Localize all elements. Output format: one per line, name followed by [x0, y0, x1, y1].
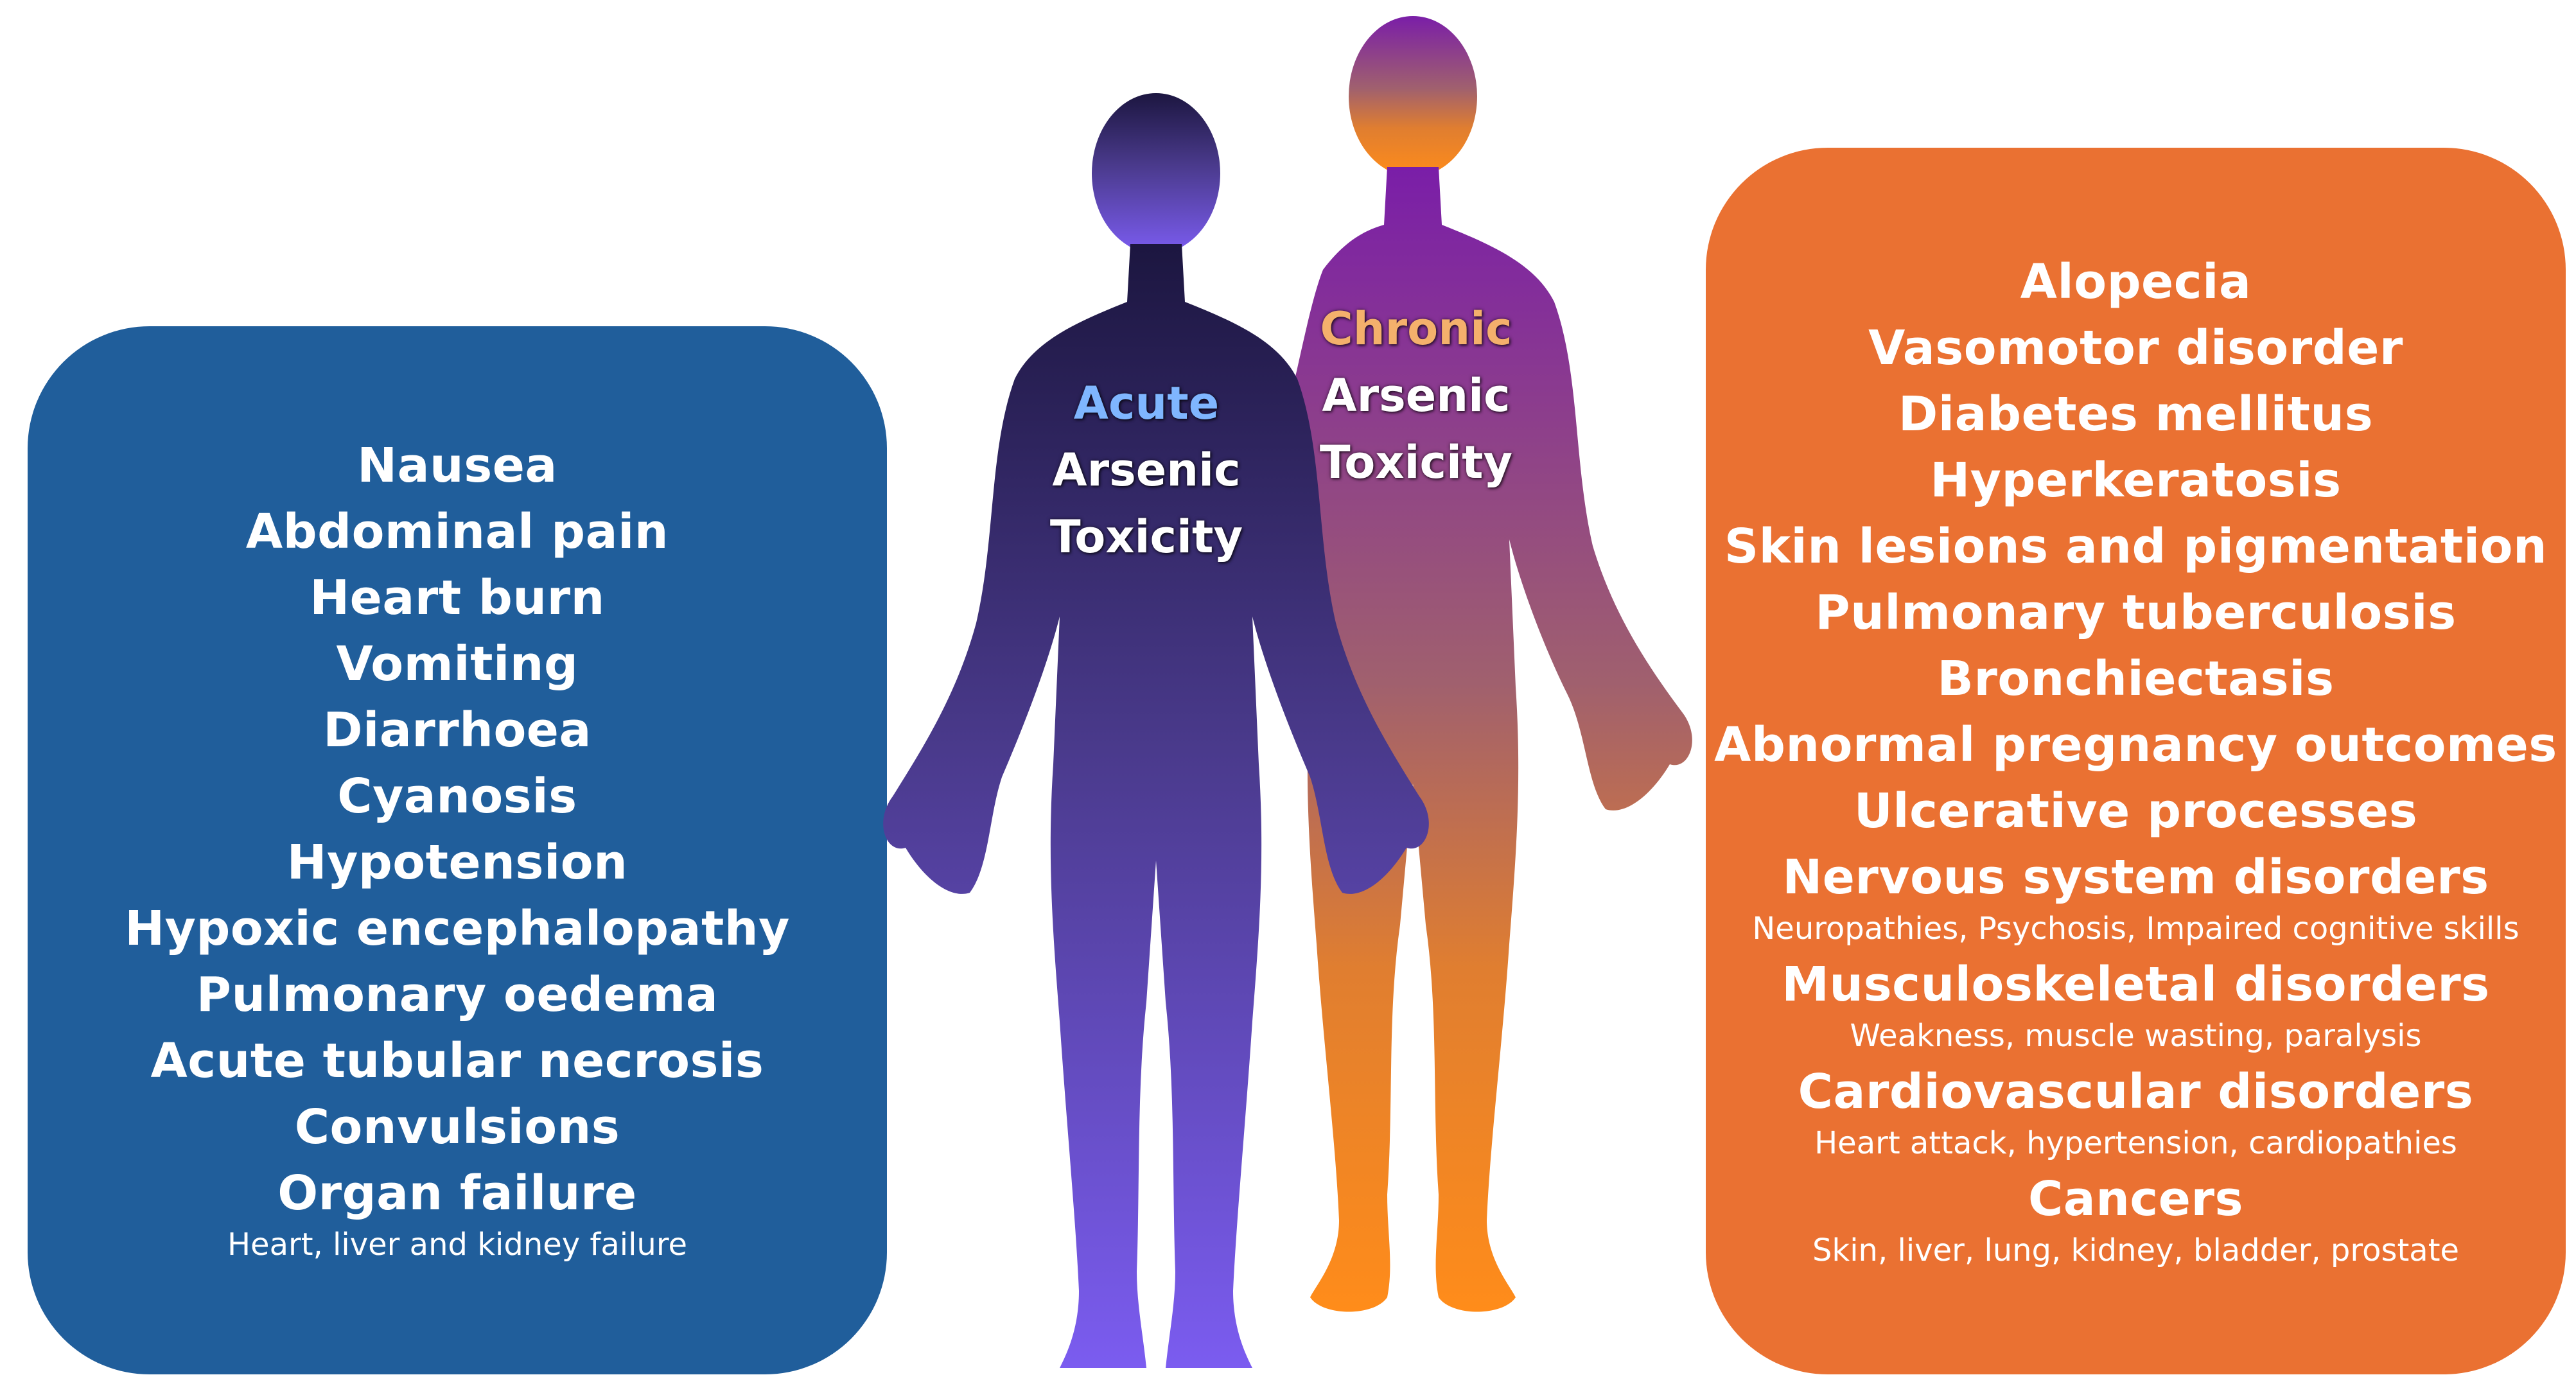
chronic-label-line3: Toxicity [1319, 436, 1513, 489]
chronic-symptom: Cardiovascular disorders [1798, 1064, 2474, 1119]
acute-symptom: Acute tubular necrosis [150, 1033, 764, 1089]
acute-symptom: Hypoxic encephalopathy [125, 901, 790, 956]
chronic-symptom: Diabetes mellitus [1898, 386, 2374, 442]
chronic-symptom: Bronchiectasis [1937, 651, 2335, 706]
acute-symptom: Convulsions [294, 1100, 620, 1155]
acute-symptom: Cyanosis [337, 769, 577, 824]
acute-label-line2: Arsenic [1052, 444, 1241, 496]
acute-symptom: Vomiting [336, 636, 579, 692]
acute-symptom: Abdominal pain [245, 504, 669, 559]
chronic-symptom: Hyperkeratosis [1930, 452, 2342, 508]
chronic-symptom: Vasomotor disorder [1868, 320, 2403, 376]
human-silhouettes [883, 16, 1692, 1368]
acute-symptom: Diarrhoea [323, 703, 591, 758]
chronic-keyword: Chronic [1320, 302, 1512, 355]
chronic-arsenic-toxicity-label: Chronic Arsenic Toxicity [1310, 295, 1522, 496]
chronic-silhouette [1284, 16, 1692, 1312]
chronic-symptom: Musculoskeletal disorders [1782, 956, 2490, 1012]
chronic-symptoms-panel: Alopecia Vasomotor disorder Diabetes mel… [1706, 148, 2566, 1374]
chronic-symptom-detail: Weakness, muscle wasting, paralysis [1850, 1017, 2422, 1054]
chronic-symptom-detail: Neuropathies, Psychosis, Impaired cognit… [1752, 910, 2519, 947]
acute-symptoms-list: Nausea Abdominal pain Heart burn Vomitin… [125, 433, 790, 1268]
acute-symptom: Pulmonary oedema [196, 967, 719, 1022]
acute-symptom: Heart burn [310, 570, 605, 626]
acute-silhouette [883, 93, 1429, 1368]
chronic-symptoms-list: Alopecia Vasomotor disorder Diabetes mel… [1714, 249, 2557, 1274]
chronic-symptom-detail: Skin, liver, lung, kidney, bladder, pros… [1812, 1232, 2460, 1268]
acute-label-line3: Toxicity [1049, 511, 1243, 563]
acute-symptom: Organ failure [277, 1166, 637, 1221]
chronic-symptom: Nervous system disorders [1782, 849, 2489, 905]
chronic-symptom: Skin lesions and pigmentation [1724, 518, 2548, 574]
chronic-symptom: Cancers [2028, 1171, 2244, 1227]
chronic-symptom: Ulcerative processes [1853, 783, 2418, 839]
acute-symptom: Hypotension [286, 835, 628, 890]
chronic-symptom: Alopecia [2020, 254, 2252, 310]
chronic-symptom: Pulmonary tuberculosis [1815, 584, 2457, 640]
chronic-symptom-detail: Heart attack, hypertension, cardiopathie… [1814, 1125, 2457, 1161]
acute-arsenic-toxicity-label: Acute Arsenic Toxicity [1040, 370, 1252, 570]
acute-symptom-detail: Heart, liver and kidney failure [227, 1227, 688, 1263]
acute-keyword: Acute [1073, 377, 1220, 430]
acute-symptoms-panel: Nausea Abdominal pain Heart burn Vomitin… [28, 326, 887, 1374]
chronic-symptom: Abnormal pregnancy outcomes [1714, 717, 2557, 773]
chronic-label-line2: Arsenic [1322, 369, 1511, 422]
acute-symptom: Nausea [357, 438, 557, 493]
